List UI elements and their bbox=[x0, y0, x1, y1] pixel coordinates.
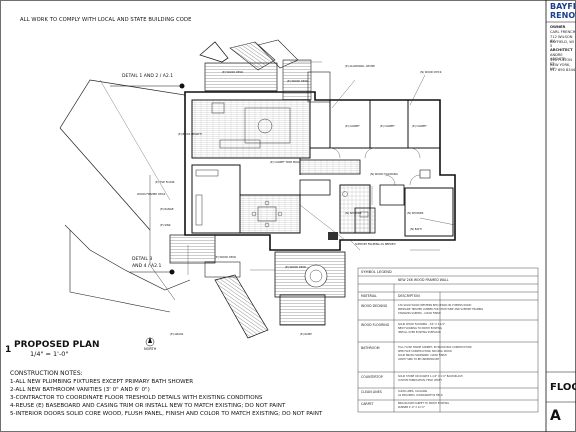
plan-scale: 1/4" = 1'-0" bbox=[30, 350, 69, 358]
construction-note: 2-ALL NEW BATHROOM VANITIES (3' 0" AND 6… bbox=[10, 387, 150, 393]
svg-text:BROADLOOM CARPET TO MATCH EXIS: BROADLOOM CARPET TO MATCH EXISTING bbox=[398, 402, 449, 405]
architect-label: ARCHITECT bbox=[550, 48, 573, 52]
plan-number: 1 bbox=[5, 345, 12, 355]
svg-text:(E) GRASS: (E) GRASS bbox=[170, 332, 184, 336]
owner-line: 712 WILSON AV bbox=[550, 35, 573, 44]
svg-text:STAINLESS SCREWS - CLEAR FINIS: STAINLESS SCREWS - CLEAR FINISH bbox=[398, 312, 441, 315]
svg-text:SOLID STONE OR QUARTZ 1-1/4" X: SOLID STONE OR QUARTZ 1-1/4" X 1'-0" BAC… bbox=[398, 375, 463, 378]
svg-text:(E) TILE FLOOR: (E) TILE FLOOR bbox=[155, 180, 175, 184]
legend-row-label: COUNTERTOP bbox=[361, 375, 383, 379]
code-compliance-note: ALL WORK TO COMPLY WITH LOCAL AND STATE … bbox=[20, 17, 192, 23]
architect-line: NEW YORK, NY bbox=[550, 63, 571, 72]
svg-text:VANITY SINK TO BE UNDERMOUNT: VANITY SINK TO BE UNDERMOUNT bbox=[398, 358, 440, 361]
legend-wall-label: NEW 2X6 WOOD FRAMED WALL bbox=[398, 278, 449, 282]
svg-text:(N) SHOWER: (N) SHOWER bbox=[345, 211, 362, 215]
svg-text:CUSTOM FABRICATION, FIELD VERI: CUSTOM FABRICATION, FIELD VERIFY bbox=[398, 379, 443, 382]
detail-reference-1: DETAIL 1 AND 2 / A2.1 bbox=[122, 74, 174, 79]
house-walls bbox=[184, 91, 456, 251]
callouts bbox=[290, 61, 456, 251]
construction-notes-title: CONSTRUCTION NOTES: bbox=[10, 370, 83, 377]
project-title: BAYFIEL RENOVA bbox=[550, 2, 576, 20]
svg-text:(E) WOOD DECK: (E) WOOD DECK bbox=[287, 79, 308, 83]
svg-text:(E) CARPET TRIM MOLD: (E) CARPET TRIM MOLD bbox=[270, 160, 300, 164]
project-title-line-1: BAYFIEL bbox=[550, 2, 576, 11]
owner-line: BAYFIELD, WI 5 bbox=[550, 40, 574, 49]
svg-text:(E) WOOD DECK: (E) WOOD DECK bbox=[215, 255, 236, 259]
legend-row-label: BATHROOM bbox=[361, 346, 380, 350]
legend-table bbox=[357, 267, 539, 413]
svg-text:(N) BATH: (N) BATH bbox=[410, 227, 422, 231]
legend-row-label: CARPET bbox=[361, 402, 374, 406]
plan-title: PROPOSED PLAN bbox=[14, 340, 100, 350]
svg-text:(N) WOOD DECK: (N) WOOD DECK bbox=[420, 70, 442, 74]
svg-text:(E) RANGE: (E) RANGE bbox=[160, 207, 174, 211]
svg-text:PRESSURE TREATED LUMBER FOR ST: PRESSURE TREATED LUMBER FOR STRUCTURE AN… bbox=[398, 308, 483, 311]
svg-text:INSTALL OVER EXISTING SUBFLOOR: INSTALL OVER EXISTING SUBFLOOR bbox=[398, 331, 441, 334]
owner-line: CARL FRENCH bbox=[550, 30, 576, 34]
svg-text:SOLID WOOD FLOORING - 3/4" X 3: SOLID WOOD FLOORING - 3/4" X 3-1/4" bbox=[398, 323, 445, 326]
svg-text:RUNNER 4'-0" X 12'-0": RUNNER 4'-0" X 12'-0" bbox=[398, 406, 425, 409]
svg-text:(N) SHOWER: (N) SHOWER bbox=[407, 211, 424, 215]
project-title-line-2: RENOVA bbox=[550, 11, 576, 21]
svg-text:AS REQUIRED, COORDINATE IN FIE: AS REQUIRED, COORDINATE IN FIELD bbox=[398, 394, 443, 397]
svg-text:SOLID BRASS HARDWARE, CLEAR FI: SOLID BRASS HARDWARE, CLEAR FINISH bbox=[398, 354, 447, 357]
lower-deck bbox=[169, 169, 431, 339]
construction-note: 3-CONTRACTOR TO COORDINATE FLOOR TRESHOL… bbox=[10, 395, 263, 401]
legend-descriptions: 1X6 SOLID WOOD WESTERN RED CEDAR OR CYPR… bbox=[398, 304, 483, 409]
svg-text:1X6 SOLID WOOD WESTERN RED CED: 1X6 SOLID WOOD WESTERN RED CEDAR OR CYPR… bbox=[398, 304, 472, 307]
north-label: NORTH bbox=[144, 347, 157, 351]
sheet-number: A bbox=[550, 408, 561, 424]
svg-text:(E) WOOD DECK: (E) WOOD DECK bbox=[222, 70, 243, 74]
svg-text:(E) BRICK HEARTH: (E) BRICK HEARTH bbox=[178, 132, 202, 136]
svg-text:(E) CARPET: (E) CARPET bbox=[380, 124, 395, 128]
svg-text:NEW FLOORING TO MATCH EXISTING: NEW FLOORING TO MATCH EXISTING bbox=[398, 327, 442, 330]
legend-row-label: WOOD FLOORING bbox=[361, 323, 390, 327]
dimension-lines bbox=[187, 186, 440, 275]
room-tags: (E) WOOD DECK (E) WOOD DECK (E) CARPET (… bbox=[137, 64, 442, 336]
svg-text:(E) RAMP: (E) RAMP bbox=[300, 332, 312, 336]
svg-text:WOOD FRAMED DECK: WOOD FRAMED DECK bbox=[137, 192, 166, 196]
architect-line: 917 690 8344 bbox=[550, 68, 576, 72]
svg-text:(E) CARPET: (E) CARPET bbox=[345, 124, 360, 128]
detail-markers bbox=[110, 83, 185, 275]
detail-reference-4: AND 4 / A2.1 bbox=[132, 264, 162, 269]
sheet-title: FLOO bbox=[550, 382, 576, 393]
construction-note: 4-REUSE (E) BASEBOARD AND CASING TRIM OR… bbox=[10, 403, 286, 409]
site-outline bbox=[59, 79, 191, 313]
legend-row-label: WOOD DECKING bbox=[361, 304, 388, 308]
detail-reference-3: DETAIL 3 bbox=[132, 257, 153, 262]
svg-text:FULL FLUSH FRAME CABINET, PLYW: FULL FLUSH FRAME CABINET, PLYWOOD BOX CO… bbox=[398, 346, 472, 349]
upper-deck bbox=[199, 39, 331, 103]
north-arrow-icon bbox=[145, 337, 155, 347]
svg-text:(E) GUARDRAIL, REUSE: (E) GUARDRAIL, REUSE bbox=[345, 64, 375, 68]
svg-text:(N) WOOD FLOORING: (N) WOOD FLOORING bbox=[370, 172, 398, 176]
legend-col-material: MATERIAL bbox=[361, 294, 377, 298]
construction-note: 5-INTERIOR DOORS SOLID CORE WOOD, FLUSH … bbox=[10, 411, 323, 417]
svg-text:SUPPORT FRAMING AS NEEDED: SUPPORT FRAMING AS NEEDED bbox=[355, 242, 396, 246]
legend-col-description: DESCRIPTION bbox=[398, 294, 420, 298]
svg-text:CLEAR LINES, CAULKING: CLEAR LINES, CAULKING bbox=[398, 390, 427, 393]
svg-text:(E) CARPET: (E) CARPET bbox=[412, 124, 427, 128]
svg-text:(E) WOOD DECK: (E) WOOD DECK bbox=[285, 265, 306, 269]
architect-line: ANDRE ARCHITE bbox=[550, 53, 566, 62]
architect-line: 130 FULTON ST bbox=[550, 58, 572, 67]
construction-note: 1-ALL NEW PLUMBING FIXTURES EXCEPT PRIMA… bbox=[10, 379, 194, 385]
legend-row-label: CLEAN LINES bbox=[361, 390, 382, 394]
svg-text:(E) SINK: (E) SINK bbox=[160, 223, 171, 227]
svg-text:SEMI FACE CONSTRUCTION, NATURA: SEMI FACE CONSTRUCTION, NATURAL WOOD bbox=[398, 350, 452, 353]
legend-header: SYMBOL LEGEND bbox=[361, 270, 392, 274]
owner-label: OWNER bbox=[550, 25, 566, 29]
